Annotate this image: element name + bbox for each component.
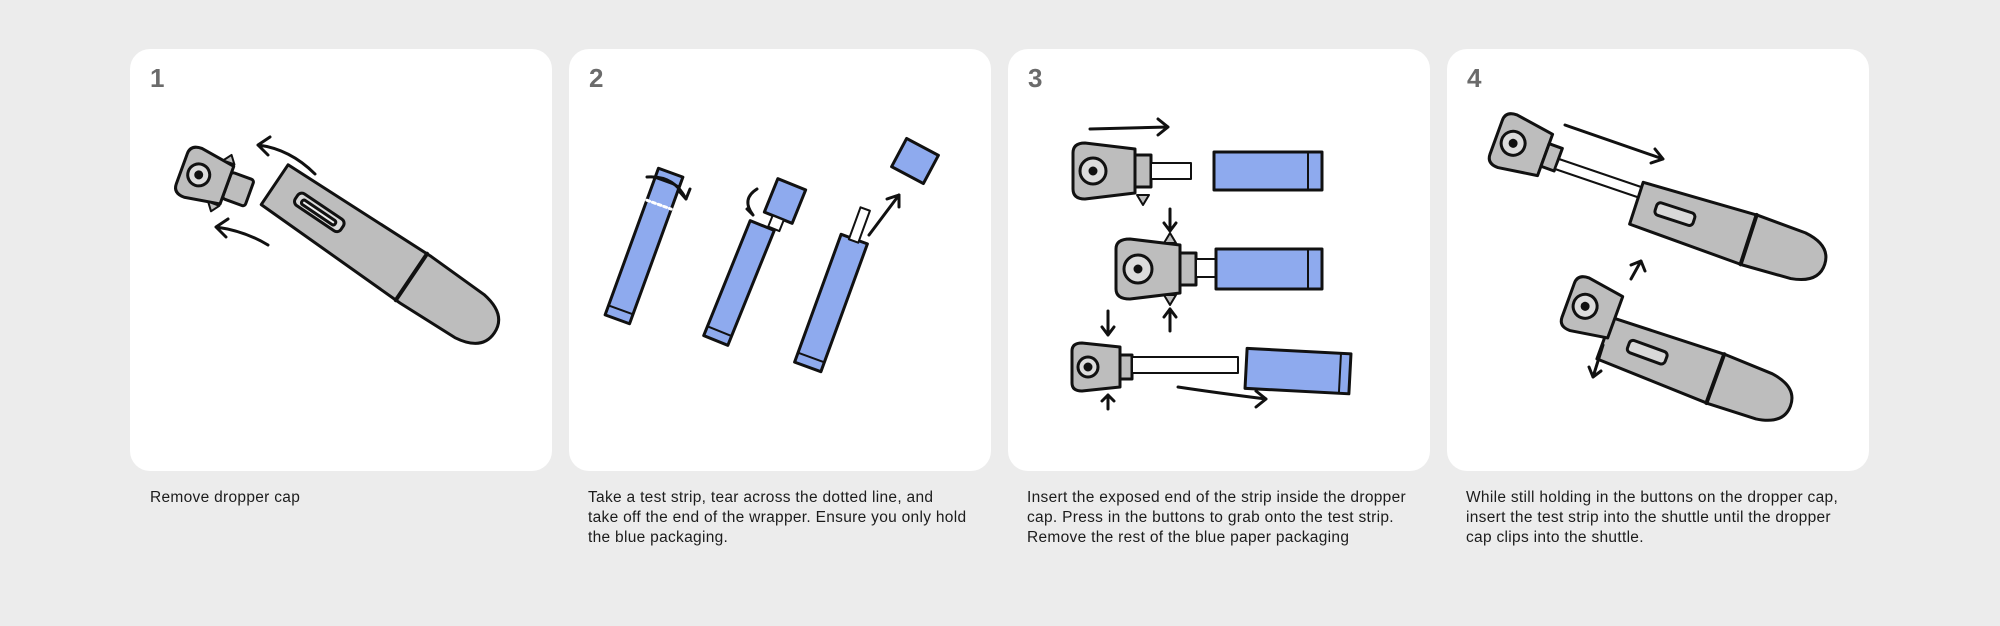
test-strip-torn: [702, 219, 776, 347]
arrow-up-left-icon: [256, 135, 317, 176]
wrapper-remainder: [1243, 346, 1353, 396]
shuttle-device: [1628, 180, 1828, 281]
step-card-2: 2: [569, 49, 991, 471]
test-strip: [1554, 158, 1648, 200]
arrow-down-left-icon: [1587, 343, 1605, 379]
step-card-4: 4: [1447, 49, 1869, 471]
arrow-up-icon: [1162, 307, 1178, 333]
dropper-cap: [1071, 141, 1153, 206]
arrow-down-icon: [1162, 207, 1178, 233]
dropper-cap: [174, 145, 255, 213]
step-caption-4: While still holding in the buttons on th…: [1466, 489, 1839, 546]
torn-wrapper-end: [762, 177, 808, 233]
step-2-illustration: [603, 136, 940, 374]
arrow-right-icon: [1563, 123, 1665, 165]
step-card-1: 1: [130, 49, 552, 471]
assembled-device: [1595, 316, 1794, 422]
step-number: 3: [1028, 63, 1043, 93]
twist-arrow-icon: [745, 187, 759, 217]
test-strip-opened: [793, 206, 871, 374]
dropper-cap: [1559, 275, 1625, 340]
shuttle-device: [259, 163, 501, 345]
arrow-down-icon: [1100, 309, 1116, 337]
step-caption-1: Remove dropper cap: [150, 489, 301, 506]
tear-arrow-icon: [645, 175, 692, 201]
test-strip-wrapped: [1212, 150, 1324, 192]
arrow-down-left-icon: [214, 217, 270, 247]
arrow-up-right-icon: [867, 193, 901, 237]
step-caption-3: Insert the exposed end of the strip insi…: [1027, 489, 1406, 546]
step-4-illustration: [1487, 112, 1828, 422]
dropper-cap: [1487, 112, 1564, 178]
step-number: 2: [589, 63, 604, 93]
dropper-cap: [1070, 341, 1134, 393]
step-caption-2: Take a test strip, tear across the dotte…: [588, 489, 967, 546]
arrow-up-icon: [1100, 393, 1116, 411]
step-card-3: 3: [1008, 49, 1430, 471]
step-number: 4: [1467, 63, 1482, 93]
wrapper-end-removed: [890, 136, 940, 186]
arrow-up-right-icon: [1629, 259, 1647, 281]
test-strip-sealed: [603, 166, 685, 326]
arrow-right-icon: [1088, 117, 1170, 137]
step-number: 1: [150, 63, 165, 93]
dropper-cap: [1114, 232, 1198, 306]
step-1-illustration: [174, 135, 501, 345]
arrow-right-icon: [1176, 385, 1268, 409]
step-3-illustration: [1070, 117, 1353, 411]
